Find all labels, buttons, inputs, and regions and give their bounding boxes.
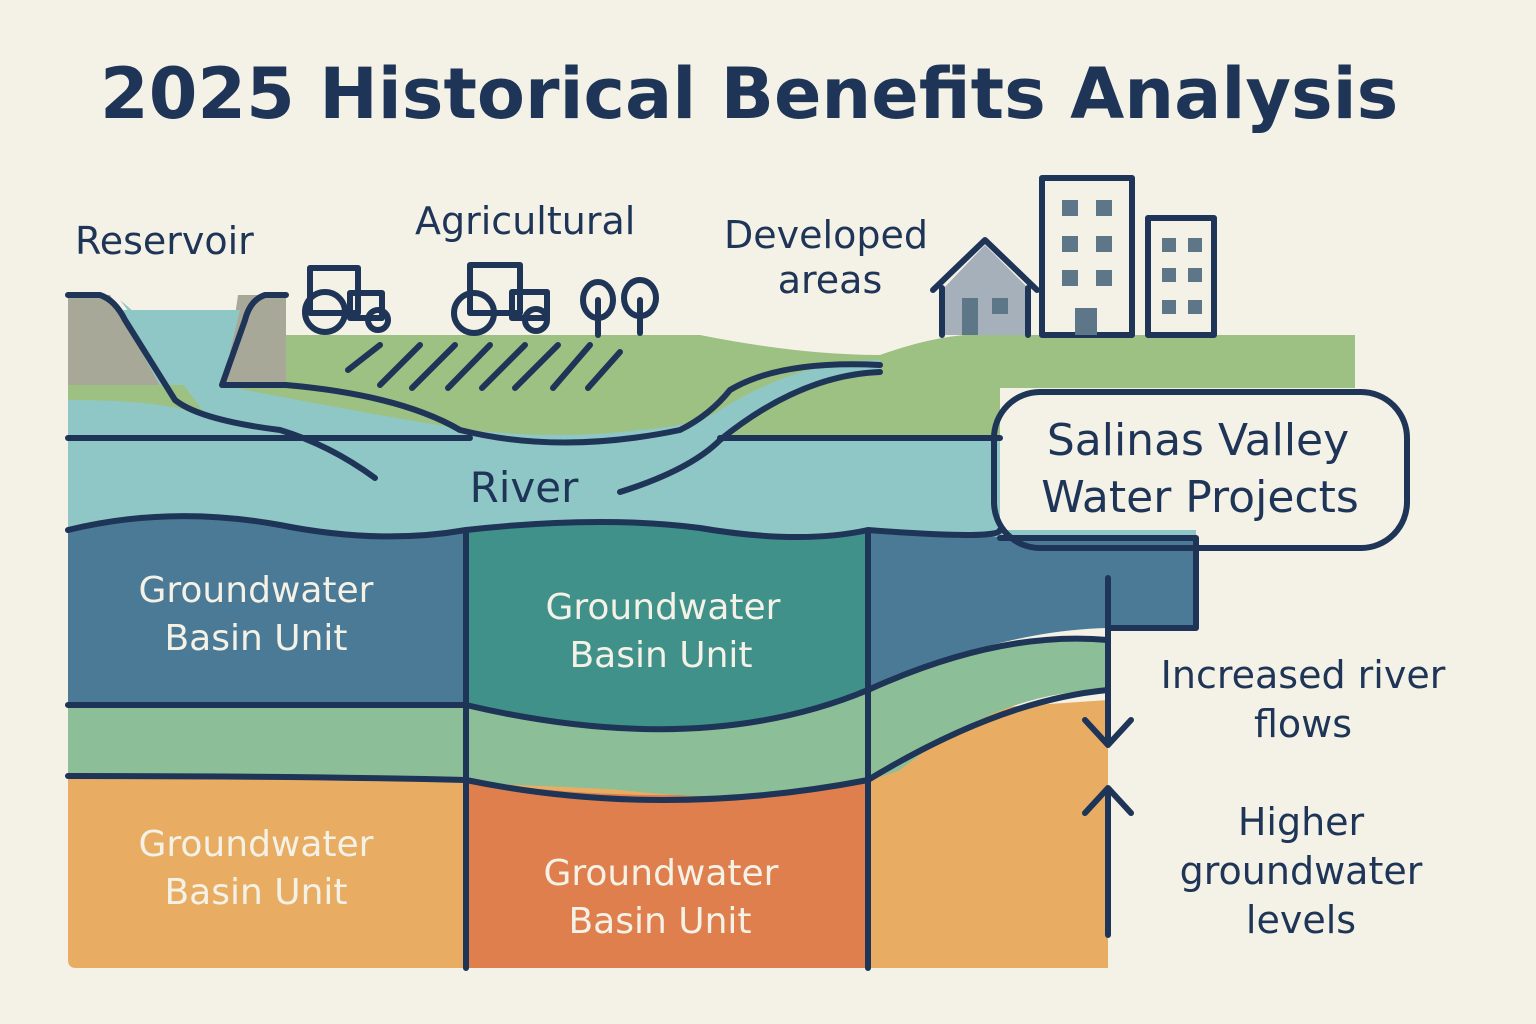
unit-label: Basin Unit <box>164 872 347 913</box>
developed-label-line1: Developed <box>724 213 928 257</box>
callout-line1: Salinas Valley <box>1047 415 1349 466</box>
tree-icon <box>580 277 659 338</box>
tractor-icon <box>302 265 391 335</box>
agricultural-label: Agricultural <box>415 199 635 243</box>
unit-label: Basin Unit <box>164 618 347 659</box>
higher-gw-line2: groundwater <box>1180 849 1423 893</box>
aquitard-band <box>68 638 1108 797</box>
basin-unit-blue <box>68 516 466 705</box>
unit-label: Groundwater <box>546 587 781 628</box>
callout-box <box>991 389 1410 551</box>
unit-label: Groundwater <box>139 824 374 865</box>
dam-left <box>68 295 160 385</box>
dam-right <box>225 295 286 385</box>
river-label: River <box>470 463 580 512</box>
arrow-up-icon <box>1082 785 1134 938</box>
reservoir-label: Reservoir <box>75 219 254 263</box>
higher-gw-line3: levels <box>1246 898 1356 942</box>
unit-label: Groundwater <box>139 570 374 611</box>
arrow-down-icon <box>1082 575 1134 748</box>
increased-flows-line2: flows <box>1254 702 1352 746</box>
basin-unit-blue-right <box>868 530 1196 690</box>
land-surface <box>68 334 1355 438</box>
developed-label-line2: areas <box>778 258 883 302</box>
higher-gw-line1: Higher <box>1238 800 1365 844</box>
building-icon <box>1039 175 1217 338</box>
page-title: 2025 Historical Benefits Analysis <box>100 53 1398 135</box>
increased-flows-line1: Increased river <box>1161 653 1446 697</box>
unit-label: Basin Unit <box>569 635 752 676</box>
field-rows <box>345 342 623 391</box>
unit-label: Basin Unit <box>568 901 751 942</box>
house-icon <box>930 237 1040 338</box>
unit-label: Groundwater <box>544 853 779 894</box>
tractor-icon <box>451 262 550 336</box>
reservoir-water <box>118 310 240 385</box>
river-channel <box>68 300 880 440</box>
basin-unit-teal <box>466 521 868 730</box>
basin-unit-red <box>466 780 868 968</box>
callout-line2: Water Projects <box>1041 472 1359 523</box>
